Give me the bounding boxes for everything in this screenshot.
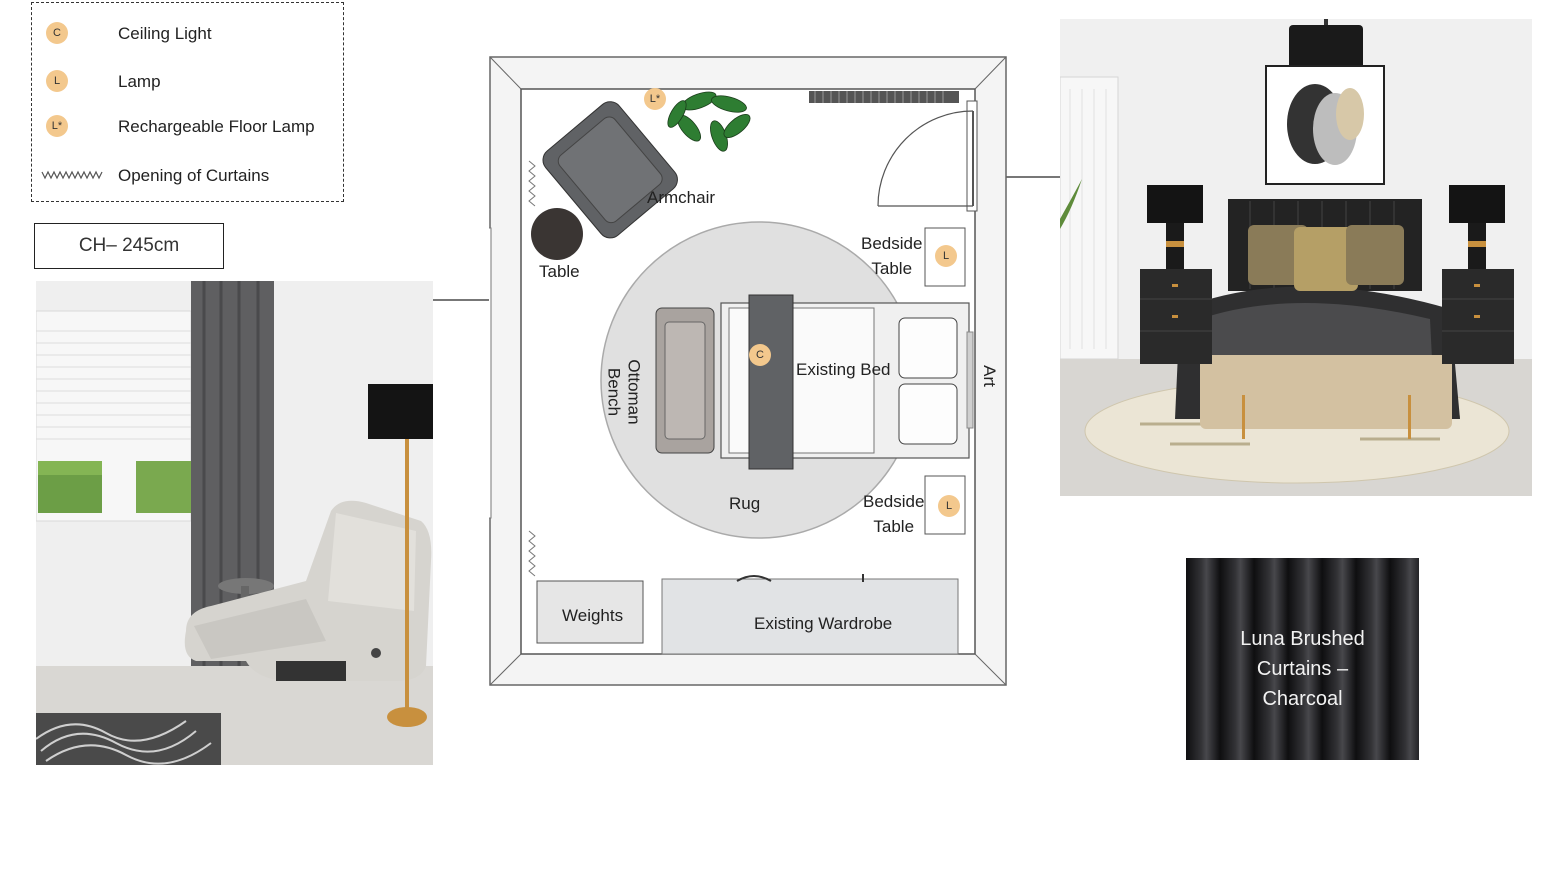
bedside-table-label-top: Bedside Table	[861, 234, 923, 278]
lamp-icon: L	[938, 495, 960, 517]
curtain-swatch: Luna Brushed Curtains – Charcoal	[1186, 558, 1419, 760]
legend-row-ceiling-light: C Ceiling Light	[32, 18, 343, 48]
side-table-label: Table	[539, 262, 580, 281]
curtain-wave-icon	[41, 170, 103, 180]
lamp-icon: L	[935, 245, 957, 267]
existing-bed-label: Existing Bed	[796, 360, 891, 379]
armchair-label: Armchair	[647, 188, 716, 207]
ceiling-height-label: CH– 245cm	[34, 223, 224, 269]
legend-label: Ceiling Light	[118, 24, 212, 43]
legend-label: Lamp	[118, 72, 161, 91]
art-label: Art	[979, 365, 999, 387]
legend-label: Opening of Curtains	[118, 166, 270, 185]
legend-row-curtain-opening: Opening of Curtains	[32, 160, 343, 190]
ottoman-bench-label: Ottoman Bench	[604, 359, 644, 425]
floor-lamp-icon: L*	[46, 115, 68, 137]
floor-lamp-icon: L*	[644, 88, 666, 110]
weights-label: Weights	[562, 606, 624, 625]
legend: C Ceiling Light L Lamp L* Rechargeable F…	[31, 2, 344, 202]
legend-row-lamp: L Lamp	[32, 66, 343, 96]
legend-row-floor-lamp: L* Rechargeable Floor Lamp	[32, 111, 343, 141]
lamp-icon: L	[46, 70, 68, 92]
rug-label: Rug	[729, 494, 761, 513]
bed-wall-photo	[1060, 19, 1532, 496]
reading-corner-illustration	[36, 281, 433, 765]
ceiling-light-icon: C	[749, 344, 771, 366]
floor-plan-drawing	[489, 56, 1007, 686]
curtain-swatch-label: Luna Brushed Curtains – Charcoal	[1240, 628, 1365, 710]
existing-wardrobe-label: Existing Wardrobe	[754, 614, 893, 633]
ceiling-light-icon: C	[46, 22, 68, 44]
reading-corner-photo	[36, 281, 433, 765]
bedside-table-label-bottom: Bedside Table	[863, 492, 925, 536]
bed-wall-illustration	[1060, 19, 1532, 496]
legend-label: Rechargeable Floor Lamp	[118, 117, 315, 136]
floor-plan: Armchair Table Bedside Table Bedside Tab…	[489, 56, 1007, 686]
curtain-fabric-texture	[1186, 558, 1419, 760]
